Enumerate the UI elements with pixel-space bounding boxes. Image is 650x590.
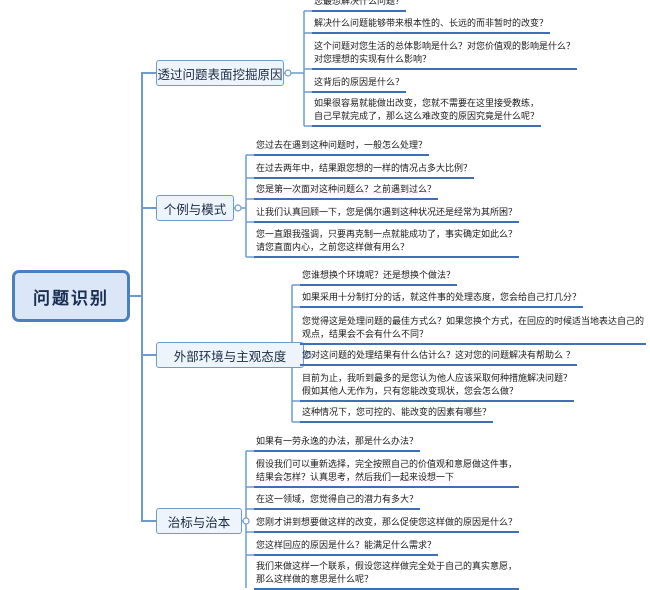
leaf-question-line: 您最想解决什么问题？ <box>314 0 405 7</box>
leaf-question-line: 对您理想的实现有什么影响？ <box>314 55 432 65</box>
leaf-question[interactable]: 您一直跟我强调，只要再克制一点就能成功了，事实确定如此么？ 请您直面内心，之前您这… <box>254 229 520 258</box>
leaf-question-line: 目前为止，我听到最多的是您认为他人应该采取何种措施解决问题？ <box>302 374 573 384</box>
leaf-question-line: 您一直跟我强调，只要再克制一点就能成功了，事实确定如此么？ <box>256 230 518 240</box>
leaf-question-line: 这种情况下，您可控的、能改变的因素有哪些？ <box>302 408 492 418</box>
root-topic[interactable]: 问题识别 <box>12 270 130 322</box>
leaf-question-line: 如果采用十分制打分的话，就这件事的处理态度，您会给自己打几分？ <box>302 293 582 303</box>
leaf-question-line: 您是第一次面对这种问题么？之前遇到过么？ <box>256 185 437 195</box>
leaf-question[interactable]: 您是第一次面对这种问题么？之前遇到过么？ <box>254 184 439 200</box>
leaf-question[interactable]: 您谁想换个环境呢？还是想换个做法？ <box>300 270 458 286</box>
leaf-question[interactable]: 目前为止，我听到最多的是您认为他人应该采取何种措施解决问题？ 假如其他人无作为，只… <box>300 373 575 402</box>
leaf-question-line: 如果很容易就能做出改变，您就不需要在这里接受教练， <box>314 99 540 109</box>
leaf-question[interactable]: 解决什么问题能够带来根本性的、长远的而非暂时的改变？ <box>312 18 551 34</box>
leaf-question-line: 这背后的原因是什么？ <box>314 78 405 88</box>
leaf-question-line: 如果有一劳永逸的办法，那是什么办法？ <box>256 437 419 447</box>
leaf-question-line: 这个问题对您生活的总体影响是什么？对您价值观的影响是什么？ <box>314 42 576 52</box>
leaf-question-line: 您刚才讲到想要做这样的改变，那么促使您这样做的原因是什么？ <box>256 518 518 528</box>
leaf-question-line: 我们来做这样一个联系，假设您这样做完全处于自己的真实意愿， <box>256 562 518 572</box>
leaf-question[interactable]: 假设我们可以重新选择，完全按照自己的价值观和意愿做这件事， 结果会怎样？认真思考，… <box>254 459 520 488</box>
leaf-question[interactable]: 如果有一劳永逸的办法，那是什么办法？ <box>254 436 421 452</box>
leaf-question-line: 假如其他人无作为，只有您能改变现状，您会怎么做？ <box>302 387 519 397</box>
leaf-question[interactable]: 您最想解决什么问题？ <box>312 0 407 12</box>
leaf-question-line: 您觉得这是处理问题的最佳方式么？如果您换个方式，在回应的时候适当地表达自己的 <box>302 317 645 327</box>
leaf-question[interactable]: 您过去在遇到这种问题时，一般怎么处理？ <box>254 140 430 156</box>
leaf-question[interactable]: 这背后的原因是什么？ <box>312 77 407 93</box>
leaf-question-line: 您过去在遇到这种问题时，一般怎么处理？ <box>256 141 428 151</box>
leaf-question[interactable]: 如果采用十分制打分的话，就这件事的处理态度，您会给自己打几分？ <box>300 292 584 308</box>
leaf-question-line: 自己早就完成了，那么这么难改变的原因究竟是什么呢？ <box>314 112 540 122</box>
leaf-question-line: 您这样回应的原因是什么？能满足什么需求？ <box>256 541 437 551</box>
leaf-question-line: 观点，结果会不会有什么不同？ <box>302 330 429 340</box>
leaf-question[interactable]: 在过去两年中，结果跟您想的一样的情况占多大比例？ <box>254 163 475 179</box>
leaf-question-line: 假设我们可以重新选择，完全按照自己的价值观和意愿做这件事， <box>256 460 518 470</box>
leaf-question[interactable]: 我们来做这样一个联系，假设您这样做完全处于自己的真实意愿， 那么这样做的意思是什么… <box>254 561 520 590</box>
leaf-question[interactable]: 您觉得这是处理问题的最佳方式么？如果您换个方式，在回应的时候适当地表达自己的观点… <box>300 316 647 345</box>
leaf-question-line: 那么这样做的意思是什么呢？ <box>256 575 374 585</box>
leaf-question-line: 在过去两年中，结果跟您想的一样的情况占多大比例？ <box>256 164 473 174</box>
leaf-question-line: 请您直面内心，之前您这样做有用么？ <box>256 243 410 253</box>
leaf-question-line: 结果会怎样？认真思考，然后我们一起来设想一下 <box>256 473 455 483</box>
leaf-question[interactable]: 这种情况下，您可控的、能改变的因素有哪些？ <box>300 407 494 423</box>
branch-case-and-pattern[interactable]: 个例与模式 <box>156 195 234 221</box>
leaf-question[interactable]: 如果很容易就能做出改变，您就不需要在这里接受教练， 自己早就完成了，那么这么难改变… <box>312 98 542 127</box>
leaf-question[interactable]: 在这一领域，您觉得自己的潜力有多大？ <box>254 494 421 510</box>
branch-symptom-and-root[interactable]: 治标与治本 <box>156 508 242 534</box>
leaf-question-line: 解决什么问题能够带来根本性的、长远的而非暂时的改变？ <box>314 19 549 29</box>
leaf-question-line: 在这一领域，您觉得自己的潜力有多大？ <box>256 495 419 505</box>
leaf-question[interactable]: 您对这问题的处理结果有什么估计么？这对您的问题解决有帮助么 ？ <box>300 350 577 366</box>
leaf-question-line: 您对这问题的处理结果有什么估计么？这对您的问题解决有帮助么 ？ <box>302 351 575 361</box>
leaf-question[interactable]: 您这样回应的原因是什么？能满足什么需求？ <box>254 540 439 556</box>
branch-surface-to-root-cause[interactable]: 透过问题表面挖掘原因 <box>156 60 284 86</box>
leaf-question[interactable]: 这个问题对您生活的总体影响是什么？对您价值观的影响是什么？ 对您理想的实现有什么影… <box>312 41 578 70</box>
branch-environment-and-attitude[interactable]: 外部环境与主观态度 <box>156 342 304 368</box>
leaf-question-line: 您谁想换个环境呢？还是想换个做法？ <box>302 271 456 281</box>
leaf-question-line: 让我们认真回顾一下，您是偶尔遇到这种状况还是经常为其所困？ <box>256 208 518 218</box>
leaf-question[interactable]: 您刚才讲到想要做这样的改变，那么促使您这样做的原因是什么？ <box>254 517 520 533</box>
leaf-question[interactable]: 让我们认真回顾一下，您是偶尔遇到这种状况还是经常为其所困？ <box>254 207 520 223</box>
